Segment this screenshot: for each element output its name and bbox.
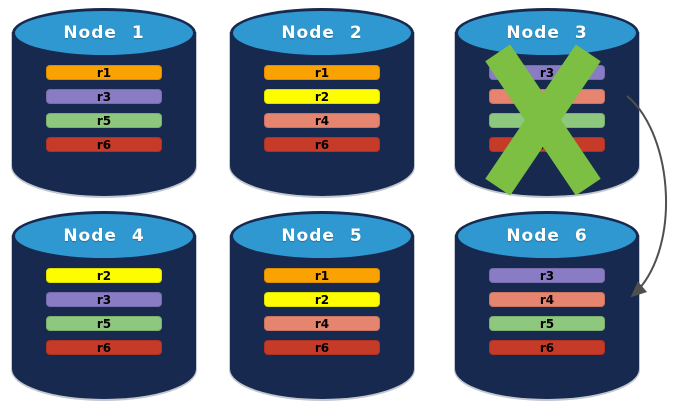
node-title: Node 6	[506, 226, 588, 246]
replica-r6: r6	[489, 137, 605, 152]
replica-label: r6	[539, 137, 555, 152]
replica-list: r1 r3 r5 r6	[46, 65, 162, 152]
replica-r1: r1	[46, 65, 162, 80]
cylinder-top: Node 3	[455, 8, 639, 58]
replica-label: r5	[96, 113, 112, 128]
replica-label: r4	[539, 89, 555, 104]
replica-r6: r6	[46, 137, 162, 152]
replica-r3: r3	[489, 65, 605, 80]
replica-label: r2	[314, 292, 330, 307]
replica-list: r3 r4 r5 r6	[489, 65, 605, 152]
replica-label: r6	[314, 340, 330, 355]
cylinder-top: Node 5	[230, 211, 414, 261]
replica-r4: r4	[264, 113, 380, 128]
replica-r5: r5	[46, 113, 162, 128]
replica-r3: r3	[46, 89, 162, 104]
replica-label: r6	[314, 137, 330, 152]
node-1: Node 1 r1 r3 r5 r6	[12, 8, 196, 196]
replica-r1: r1	[264, 268, 380, 283]
replica-label: r3	[96, 292, 112, 307]
replica-r5: r5	[46, 316, 162, 331]
replica-r5: r5	[489, 113, 605, 128]
node-5: Node 5 r1 r2 r4 r6	[230, 211, 414, 399]
cylinder-top: Node 6	[455, 211, 639, 261]
replica-label: r3	[539, 268, 555, 283]
node-title: Node 5	[281, 226, 363, 246]
node-title: Node 4	[63, 226, 145, 246]
replica-r2: r2	[264, 89, 380, 104]
replica-list: r3 r4 r5 r6	[489, 268, 605, 355]
replica-r6: r6	[264, 340, 380, 355]
replica-r3: r3	[46, 292, 162, 307]
replica-label: r5	[539, 113, 555, 128]
replica-label: r1	[314, 65, 330, 80]
cylinder-top: Node 4	[12, 211, 196, 261]
replica-label: r1	[96, 65, 112, 80]
replica-label: r6	[96, 340, 112, 355]
replica-r1: r1	[264, 65, 380, 80]
replica-label: r5	[96, 316, 112, 331]
replica-r4: r4	[264, 316, 380, 331]
node-title: Node 3	[506, 23, 588, 43]
replica-label: r4	[314, 316, 330, 331]
cylinder-top: Node 1	[12, 8, 196, 58]
replica-label: r2	[96, 268, 112, 283]
replica-label: r5	[539, 316, 555, 331]
replica-r3: r3	[489, 268, 605, 283]
replica-list: r1 r2 r4 r6	[264, 268, 380, 355]
replica-r6: r6	[489, 340, 605, 355]
cylinder-top: Node 2	[230, 8, 414, 58]
node-3: Node 3 r3 r4 r5 r6	[455, 8, 639, 196]
replica-list: r1 r2 r4 r6	[264, 65, 380, 152]
replica-label: r6	[96, 137, 112, 152]
node-6: Node 6 r3 r4 r5 r6	[455, 211, 639, 399]
replica-r4: r4	[489, 89, 605, 104]
replica-label: r4	[314, 113, 330, 128]
node-title: Node 1	[63, 23, 145, 43]
replica-label: r1	[314, 268, 330, 283]
node-4: Node 4 r2 r3 r5 r6	[12, 211, 196, 399]
replica-label: r6	[539, 340, 555, 355]
replica-r5: r5	[489, 316, 605, 331]
replica-r2: r2	[46, 268, 162, 283]
replica-r2: r2	[264, 292, 380, 307]
node-title: Node 2	[281, 23, 363, 43]
replica-label: r4	[539, 292, 555, 307]
replica-r4: r4	[489, 292, 605, 307]
replica-r6: r6	[46, 340, 162, 355]
replica-label: r3	[96, 89, 112, 104]
replica-label: r3	[539, 65, 555, 80]
replica-r6: r6	[264, 137, 380, 152]
node-2: Node 2 r1 r2 r4 r6	[230, 8, 414, 196]
replica-list: r2 r3 r5 r6	[46, 268, 162, 355]
replica-label: r2	[314, 89, 330, 104]
